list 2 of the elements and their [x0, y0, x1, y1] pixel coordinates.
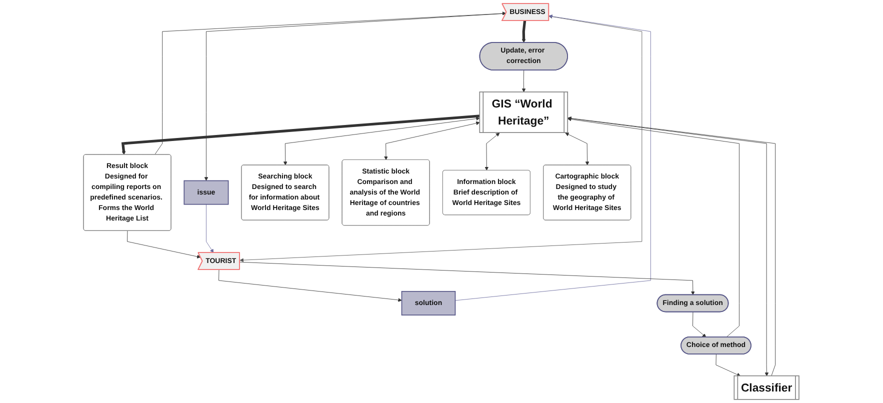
arrow	[122, 114, 480, 155]
arrow	[522, 20, 526, 43]
